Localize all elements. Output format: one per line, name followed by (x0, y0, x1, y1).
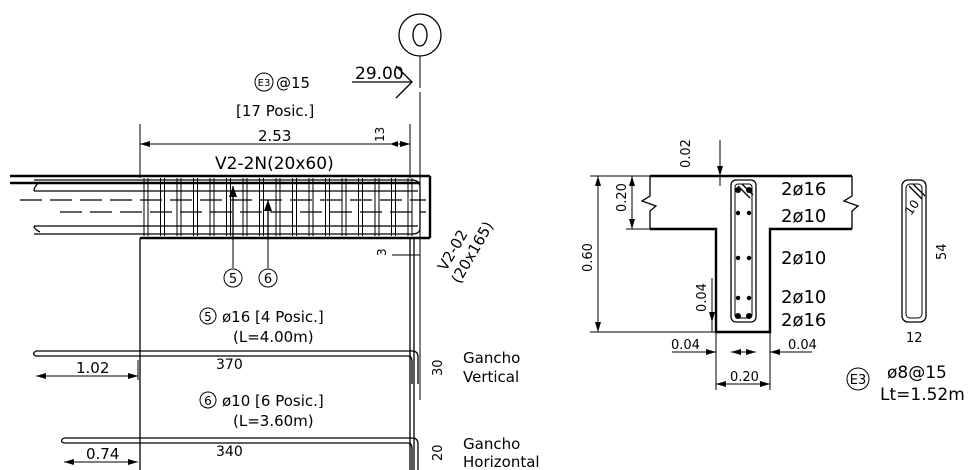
section-cover-left: 0.04 (671, 338, 700, 353)
bar6-hook-type-1: Gancho (463, 435, 520, 453)
section-height: 0.60 (581, 243, 596, 272)
section-cover-right: 0.04 (788, 338, 817, 353)
stirrup-hook-length: 10 (902, 197, 922, 218)
section-width: 0.20 (730, 370, 759, 385)
rebar-label-1: 2ø16 (781, 179, 826, 200)
bar5-marker: 5 (229, 272, 237, 287)
stirrup-mark-circled: E3 (258, 78, 271, 89)
bar5-hook-type-2: Vertical (463, 368, 519, 386)
bar6-spec: 6 ø10 [6 Posic.] (L=3.60m) (199, 391, 324, 430)
section-slab: 0.20 (615, 183, 630, 212)
bar6-marker: 6 (264, 272, 272, 287)
level-value: 29.00 (355, 64, 404, 84)
stirrup-spacing: @15 (276, 74, 310, 92)
rebar-label-4: 2ø10 (781, 287, 826, 308)
stirrup-height-value: 54 (935, 243, 950, 260)
bar6-spec-mark: 6 (204, 394, 212, 408)
rebar-label-3: 2ø10 (781, 248, 826, 269)
rebar-label-5: 2ø16 (781, 310, 826, 331)
stirrup-end-offset: 13 (373, 127, 387, 142)
stirrup-length: 2.53 (258, 127, 291, 145)
cross-section: 0.02 0.60 0.20 0.04 0.04 0.04 0.20 (581, 139, 860, 390)
bar5-left-dim: 1.02 (76, 359, 109, 377)
bar5-length: (L=4.00m) (233, 328, 314, 346)
stirrup-detail-mark: E3 (850, 373, 867, 388)
bar6-left-dim: 0.74 (86, 445, 119, 463)
beam-body (10, 174, 432, 470)
end-gap-value: 3 (375, 248, 389, 256)
bar5-hook-type-1: Gancho (463, 349, 520, 367)
bar5-spec: 5 ø16 [4 Posic.] (L=4.00m) (199, 307, 324, 346)
stirrup-total-length: Lt=1.52m (880, 385, 965, 405)
bar5-spec-mark: 5 (204, 310, 212, 324)
bar6-hook-len: 20 (431, 444, 446, 461)
bar5-spec-text: ø16 [4 Posic.] (222, 308, 324, 326)
bar6-hook-type-2: Horizontal (463, 453, 540, 470)
stirrup-count: [17 Posic.] (236, 102, 314, 120)
bar6-length: (L=3.60m) (233, 412, 314, 430)
bar6-spec-text: ø10 [6 Posic.] (222, 392, 324, 410)
stirrup-dimension: 2.53 13 (139, 124, 411, 178)
stirrup-mesh (143, 178, 413, 236)
rebar-label-2: 2ø10 (781, 206, 826, 227)
column-label: V2-02 (20x165) (434, 218, 497, 286)
bar-markers: 5 6 (223, 268, 278, 288)
stirrup-detail: 10 54 12 E3 ø8@15 Lt=1.52m (846, 179, 965, 405)
end-gap: 3 (375, 248, 420, 256)
bar5-run: 370 (216, 357, 243, 373)
section-cover-bottom: 0.04 (695, 283, 710, 312)
section-cover-top: 0.02 (679, 139, 694, 168)
rebar-dots (735, 187, 752, 319)
bar5-hook-len: 30 (431, 359, 446, 376)
bar6-shape: 0.74 340 20 Gancho Horizontal (60, 435, 540, 470)
stirrup-label: E3 @15 [17 Posic.] (236, 72, 314, 120)
beam-name: V2-2N(20x60) (215, 154, 334, 174)
level-marker: 29.00 (352, 64, 413, 99)
bar5-shape: 1.02 370 30 Gancho Vertical (32, 349, 520, 386)
stirrup-width-value: 12 (906, 331, 923, 346)
bar6-run: 340 (216, 444, 243, 460)
stirrup-detail-spec: ø8@15 (887, 363, 947, 383)
